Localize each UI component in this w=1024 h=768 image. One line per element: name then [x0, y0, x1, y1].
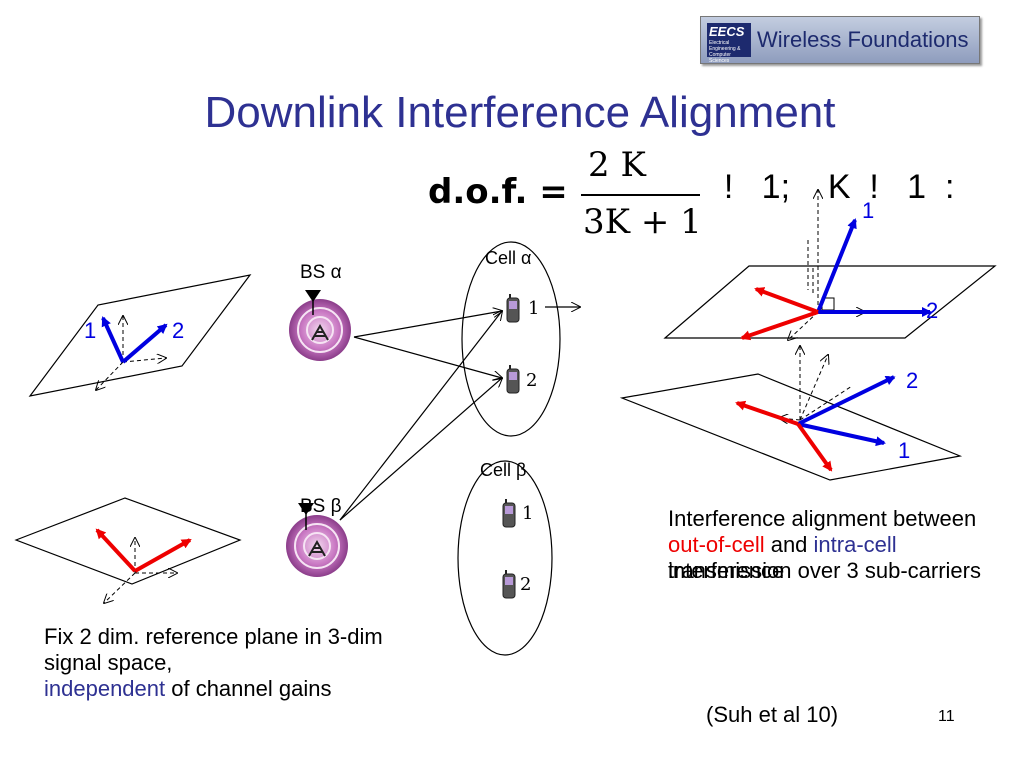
signal-plane-top	[663, 265, 997, 339]
axes-top-left	[96, 316, 166, 390]
vector-label-2: 2	[172, 318, 185, 343]
caption-right-text1: Interference alignment between	[668, 506, 977, 531]
caption-right-text3: interference	[668, 558, 785, 583]
cell-beta-user-2: 2	[520, 574, 532, 595]
cell-alpha-label: Cell α	[485, 248, 532, 268]
right-top-label-2: 2	[926, 298, 939, 323]
dof-denominator: 3K + 1	[583, 202, 702, 242]
cell-beta-ellipse	[457, 460, 553, 656]
dof-limit: ! 1; K ! 1 :	[705, 168, 955, 206]
wireless-foundations-logo: EECS Electrical Engineering & Computer S…	[700, 16, 980, 64]
logo-text: Wireless Foundations	[757, 27, 969, 52]
red-vector-bottom-2	[796, 422, 833, 472]
vector-label-1: 1	[84, 318, 97, 343]
cell-beta-label: Cell β	[480, 460, 527, 480]
cell-beta-user-1: 1	[522, 503, 534, 524]
eecs-logo-subtext: Electrical Engineering & Computer Scienc…	[709, 40, 741, 64]
caption-right-alignment: Interference alignment between out-of-ce…	[668, 506, 1008, 584]
red-vector-2	[134, 538, 192, 573]
right-top-label-1: 1	[862, 198, 875, 223]
caption-right-intra-cell: intra-cell	[813, 532, 897, 557]
red-vector-1	[95, 528, 137, 573]
caption-left: Fix 2 dim. reference plane in 3-dim sign…	[44, 624, 384, 702]
blue-vector-bottom-2	[797, 375, 896, 426]
cell-alpha-user-2: 2	[526, 370, 538, 391]
phone-icon-beta-2	[502, 570, 516, 599]
reference-plane-bottom	[14, 497, 242, 585]
reference-plane-top	[28, 274, 252, 397]
caption-left-independent: independent	[44, 676, 166, 701]
slide-title: Downlink Interference Alignment	[204, 88, 836, 137]
caption-right-out-of-cell: out-of-cell	[668, 532, 765, 557]
right-bottom-label-2: 2	[906, 368, 919, 393]
blue-vector-bottom-1	[797, 422, 886, 447]
axes-bottom-left	[104, 538, 177, 603]
page-number: 11	[938, 708, 955, 725]
caption-left-line1: Fix 2 dim. reference plane in 3-dim sign…	[44, 624, 383, 675]
eecs-logo-box: EECS Electrical Engineering & Computer S…	[707, 23, 751, 64]
dof-numerator: 2 K	[588, 145, 646, 185]
citation: (Suh et al 10)	[706, 702, 839, 727]
right-bottom-label-1: 1	[898, 438, 911, 463]
red-vector-top-2	[740, 310, 819, 341]
transmission-arrows	[339, 307, 580, 521]
red-vector-bottom-1	[735, 400, 799, 426]
blue-vector-top-1	[816, 218, 857, 313]
blue-vector-2	[121, 323, 168, 364]
blue-vector-1	[101, 316, 125, 363]
caption-left-rest: of channel gains	[165, 676, 332, 701]
base-station-alpha-icon	[289, 290, 351, 361]
phone-icon-beta-1	[502, 499, 516, 528]
base-station-beta-icon	[286, 503, 348, 577]
signal-plane-bottom	[619, 373, 963, 481]
red-vector-top-1	[754, 287, 819, 314]
cell-alpha-ellipse	[461, 241, 561, 437]
bs-alpha-label: BS α	[300, 262, 342, 283]
phone-icon-alpha-2	[506, 365, 520, 394]
eecs-logo-text: EECS	[709, 24, 745, 39]
phone-icon-alpha-1	[506, 294, 520, 323]
cell-alpha-user-1: 1	[528, 298, 540, 319]
bs-beta-label: BS β	[300, 496, 342, 517]
axes-bottom-right	[779, 346, 853, 420]
caption-right-text2: and	[764, 532, 814, 557]
caption-right-transmission: transmission over 3 sub-carriers	[668, 558, 981, 583]
dof-label: d.o.f. =	[428, 172, 568, 212]
